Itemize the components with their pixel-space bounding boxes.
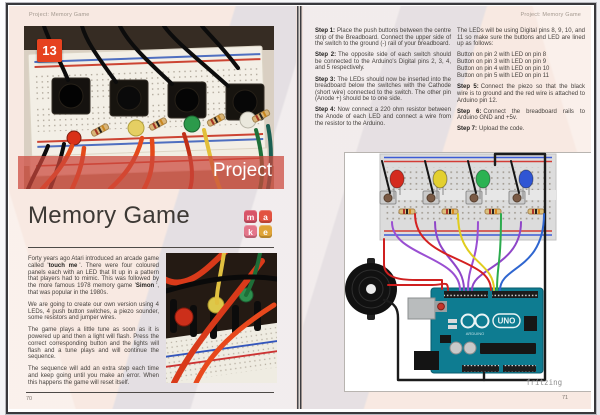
photo-pushbuttons — [51, 77, 265, 121]
pin-mapping-list: Button on pin 2 with LED on pin 8 Button… — [457, 52, 585, 79]
maker-logo-letter-m: m — [244, 210, 257, 223]
closeup-wires — [166, 253, 277, 383]
page-number-right: 71 — [562, 395, 569, 401]
ground-wire — [382, 152, 547, 382]
microcontroller-chip — [480, 343, 536, 354]
diagram-resistors — [398, 208, 545, 215]
body-paragraph-2: We are going to create our own version u… — [28, 301, 159, 322]
maker-logo-letter-e: e — [259, 225, 272, 238]
step-1: Step 1:Place the push buttons between th… — [315, 28, 451, 48]
pin-mapping-row: Button on pin 2 with LED on pin 8 — [457, 52, 547, 59]
running-header-left: Project: Memory Game — [29, 12, 90, 18]
steps-column-1: Step 1:Place the push buttons between th… — [315, 28, 451, 132]
photo-resistors — [90, 109, 271, 137]
photo-leds-closeup — [166, 253, 277, 383]
step-5: Step 5:Connect the piezo so that the bla… — [457, 84, 585, 104]
step-4: Step 4:Now connect a 220 ohm resistor be… — [315, 107, 451, 127]
book-spread: Project: Memory Game — [6, 3, 596, 414]
board-label: UNO — [498, 317, 516, 326]
footer-divider-left — [26, 392, 274, 393]
title-divider — [28, 247, 274, 248]
diagram-pushbuttons — [379, 190, 526, 205]
project-banner: Project — [18, 156, 284, 189]
step-7: Step 7:Upload the code. — [457, 126, 525, 133]
board-brand: ARDUINO — [466, 331, 484, 336]
maker-logo-letter-a: a — [259, 210, 272, 223]
page-number-left: 70 — [26, 396, 33, 402]
photo-leds — [66, 111, 257, 146]
diagram-arduino-uno: UNO ARDUINO — [407, 287, 544, 374]
page-title: Memory Game — [28, 202, 190, 229]
step-3: Step 3:The LEDs should now be inserted i… — [315, 76, 451, 103]
chapter-number-badge: 13 — [37, 39, 62, 62]
power-jack — [414, 351, 439, 370]
page-right: Project: Memory Game Step 1:Place the pu… — [303, 6, 591, 409]
maker-logo: m a k e — [244, 210, 272, 238]
reset-button — [437, 302, 445, 311]
pin-mapping-row: Button on pin 5 with LED on pin 11 — [457, 72, 549, 79]
diagram-led-green — [475, 169, 491, 189]
pin-mapping-row: Button on pin 3 with LED on pin 9 — [457, 59, 547, 66]
power-wire — [383, 238, 443, 290]
photo-breadboard-buttons — [24, 26, 274, 189]
running-header-right: Project: Memory Game — [520, 12, 581, 18]
step-6: Step 6:Connect the breadboard rails to A… — [457, 108, 585, 122]
diagram-piezo-buzzer — [345, 258, 397, 320]
body-paragraph-3: The game plays a little tune as soon as … — [28, 327, 159, 361]
fritzing-circuit-diagram: UNO ARDUINO — [345, 152, 557, 382]
book-spine-gutter — [296, 6, 303, 409]
diagram-wires — [381, 152, 547, 382]
pin-mapping-row: Button on pin 4 with LED on pin 10 — [457, 65, 550, 72]
steps-column-2: The LEDs will be using Digital pins 8, 9… — [457, 28, 585, 138]
body-paragraph-4: The sequence will add an extra step each… — [28, 366, 159, 386]
diagram-led-yellow — [432, 169, 448, 189]
maker-logo-letter-k: k — [244, 225, 257, 238]
step-2: Step 2:The opposite side of each switch … — [315, 52, 451, 72]
closeup-red-led — [174, 307, 194, 327]
piezo-red-wire — [387, 282, 449, 291]
fritzing-watermark: fritzing — [526, 378, 563, 387]
diagram-led-red — [389, 169, 405, 189]
diagram-leds — [389, 169, 534, 199]
usb-port — [407, 297, 436, 320]
page-left: Project: Memory Game — [9, 6, 296, 409]
led-pin-intro: The LEDs will be using Digital pins 8, 9… — [457, 28, 585, 48]
intro-text-column: Forty years ago Atari introduced an arca… — [28, 256, 159, 392]
body-paragraph-1: Forty years ago Atari introduced an arca… — [28, 256, 159, 296]
diagram-led-blue — [518, 169, 534, 189]
